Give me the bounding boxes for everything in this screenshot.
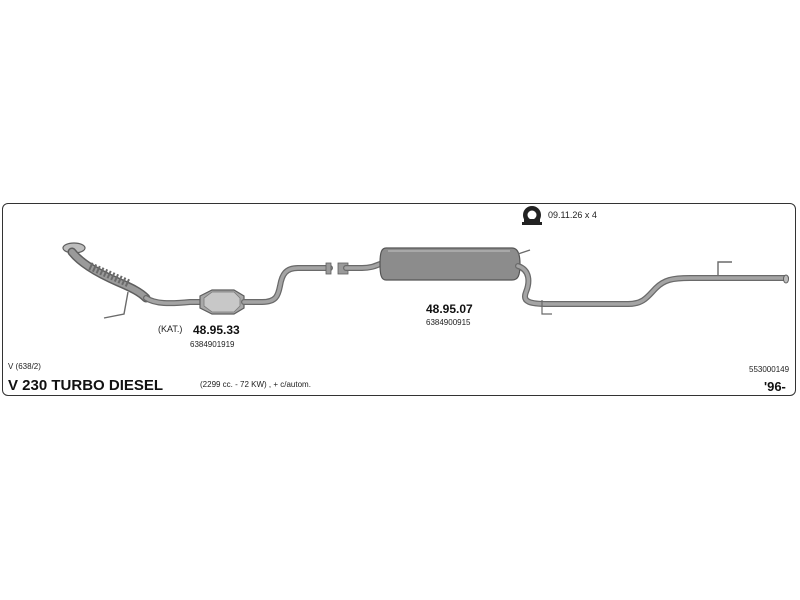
- part-number-silencer: 48.95.07: [426, 302, 473, 316]
- pipe-clamp-icon: [522, 206, 542, 225]
- model-code: V (638/2): [8, 362, 41, 371]
- front-pipe: [62, 242, 207, 319]
- rear-pipe-inlet: [337, 259, 389, 275]
- diagram-frame: [2, 203, 796, 396]
- catalog-number: 553000149: [749, 365, 790, 374]
- vehicle-name: V 230 TURBO DIESEL: [8, 377, 164, 394]
- part-prefix: (KAT.): [158, 324, 183, 334]
- model-year: '96-: [764, 379, 786, 394]
- oem-number-silencer: 6384900915: [426, 318, 471, 327]
- vehicle-specs: (2299 cc. - 72 KW) , + c/autom.: [200, 380, 311, 389]
- rear-silencer: [379, 247, 531, 281]
- clamp-label: 09.11.26 x 4: [548, 210, 597, 220]
- intermediate-pipe: [241, 262, 333, 305]
- oem-number-catalyst: 6384901919: [190, 340, 235, 349]
- part-number-catalyst: 48.95.33: [193, 323, 240, 337]
- tail-pipe: [515, 261, 789, 315]
- catalytic-converter: [199, 289, 245, 315]
